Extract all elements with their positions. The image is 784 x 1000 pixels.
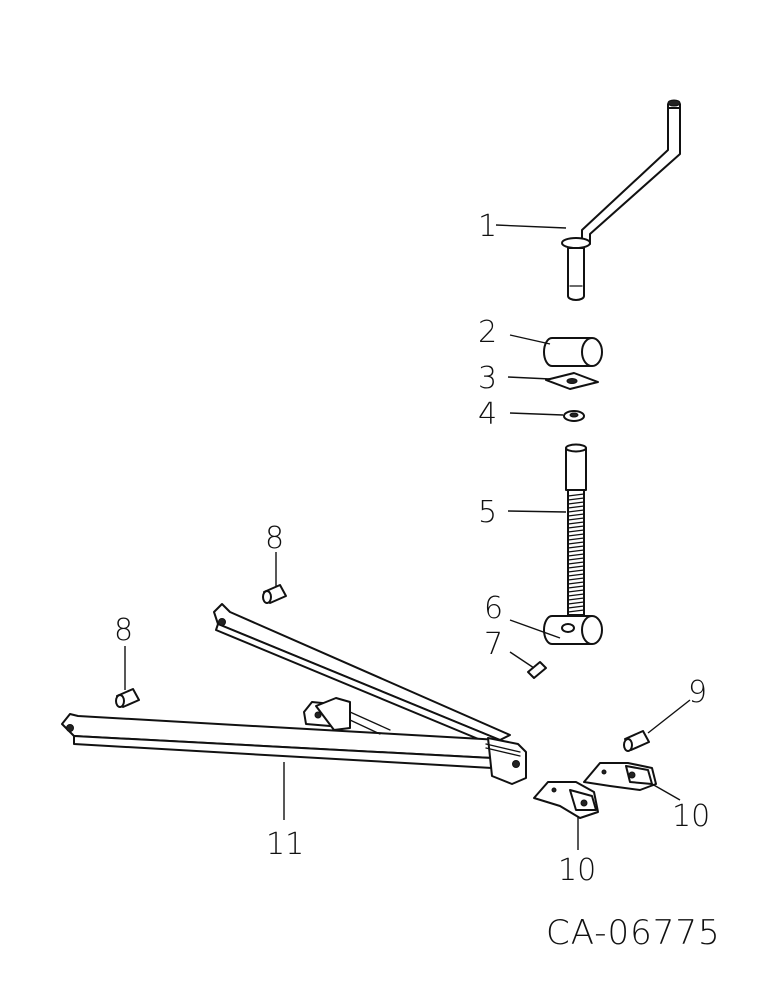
- trunnion-part: [543, 615, 603, 645]
- callout-10-right: 10: [672, 799, 710, 834]
- leader-7: [509, 651, 535, 669]
- callout-9: 9: [688, 675, 707, 710]
- leader-9: [647, 699, 691, 734]
- leader-3: [507, 376, 551, 380]
- set-screw-part: [527, 661, 547, 679]
- callout-labels: 1 2 3 4 5 6 7 8 8 9 10 10 11: [114, 209, 710, 888]
- a-frame-part: [61, 603, 527, 785]
- bracket-lower-part: [533, 781, 599, 819]
- callout-8-lower: 8: [114, 613, 133, 648]
- callout-10-lower: 10: [558, 853, 596, 888]
- round-washer-part: [563, 410, 585, 422]
- callout-1: 1: [478, 209, 497, 244]
- crank-handle-part: [561, 99, 681, 301]
- callout-11: 11: [266, 827, 304, 862]
- threaded-rod-part: [565, 443, 587, 616]
- upper-pin-part: [262, 584, 287, 604]
- leader-2: [509, 334, 551, 345]
- callout-4: 4: [478, 397, 497, 432]
- callout-5: 5: [478, 495, 497, 530]
- lower-pin-part: [115, 688, 140, 708]
- bracket-right-part: [583, 762, 657, 791]
- leader-lines: [124, 224, 691, 850]
- bushing-part: [543, 337, 603, 367]
- leader-6: [509, 619, 561, 639]
- square-washer-part: [545, 372, 599, 390]
- callout-8-upper: 8: [265, 521, 284, 556]
- callout-2: 2: [478, 315, 497, 350]
- callout-6: 6: [484, 591, 503, 626]
- pin-9-part: [623, 730, 650, 752]
- leader-1: [495, 224, 567, 229]
- leader-4: [509, 412, 564, 416]
- drawing-code: CA-06775: [546, 913, 721, 953]
- callout-7: 7: [484, 627, 503, 662]
- callout-3: 3: [478, 361, 497, 396]
- leader-5: [507, 510, 567, 513]
- leader-10-right: [651, 783, 681, 801]
